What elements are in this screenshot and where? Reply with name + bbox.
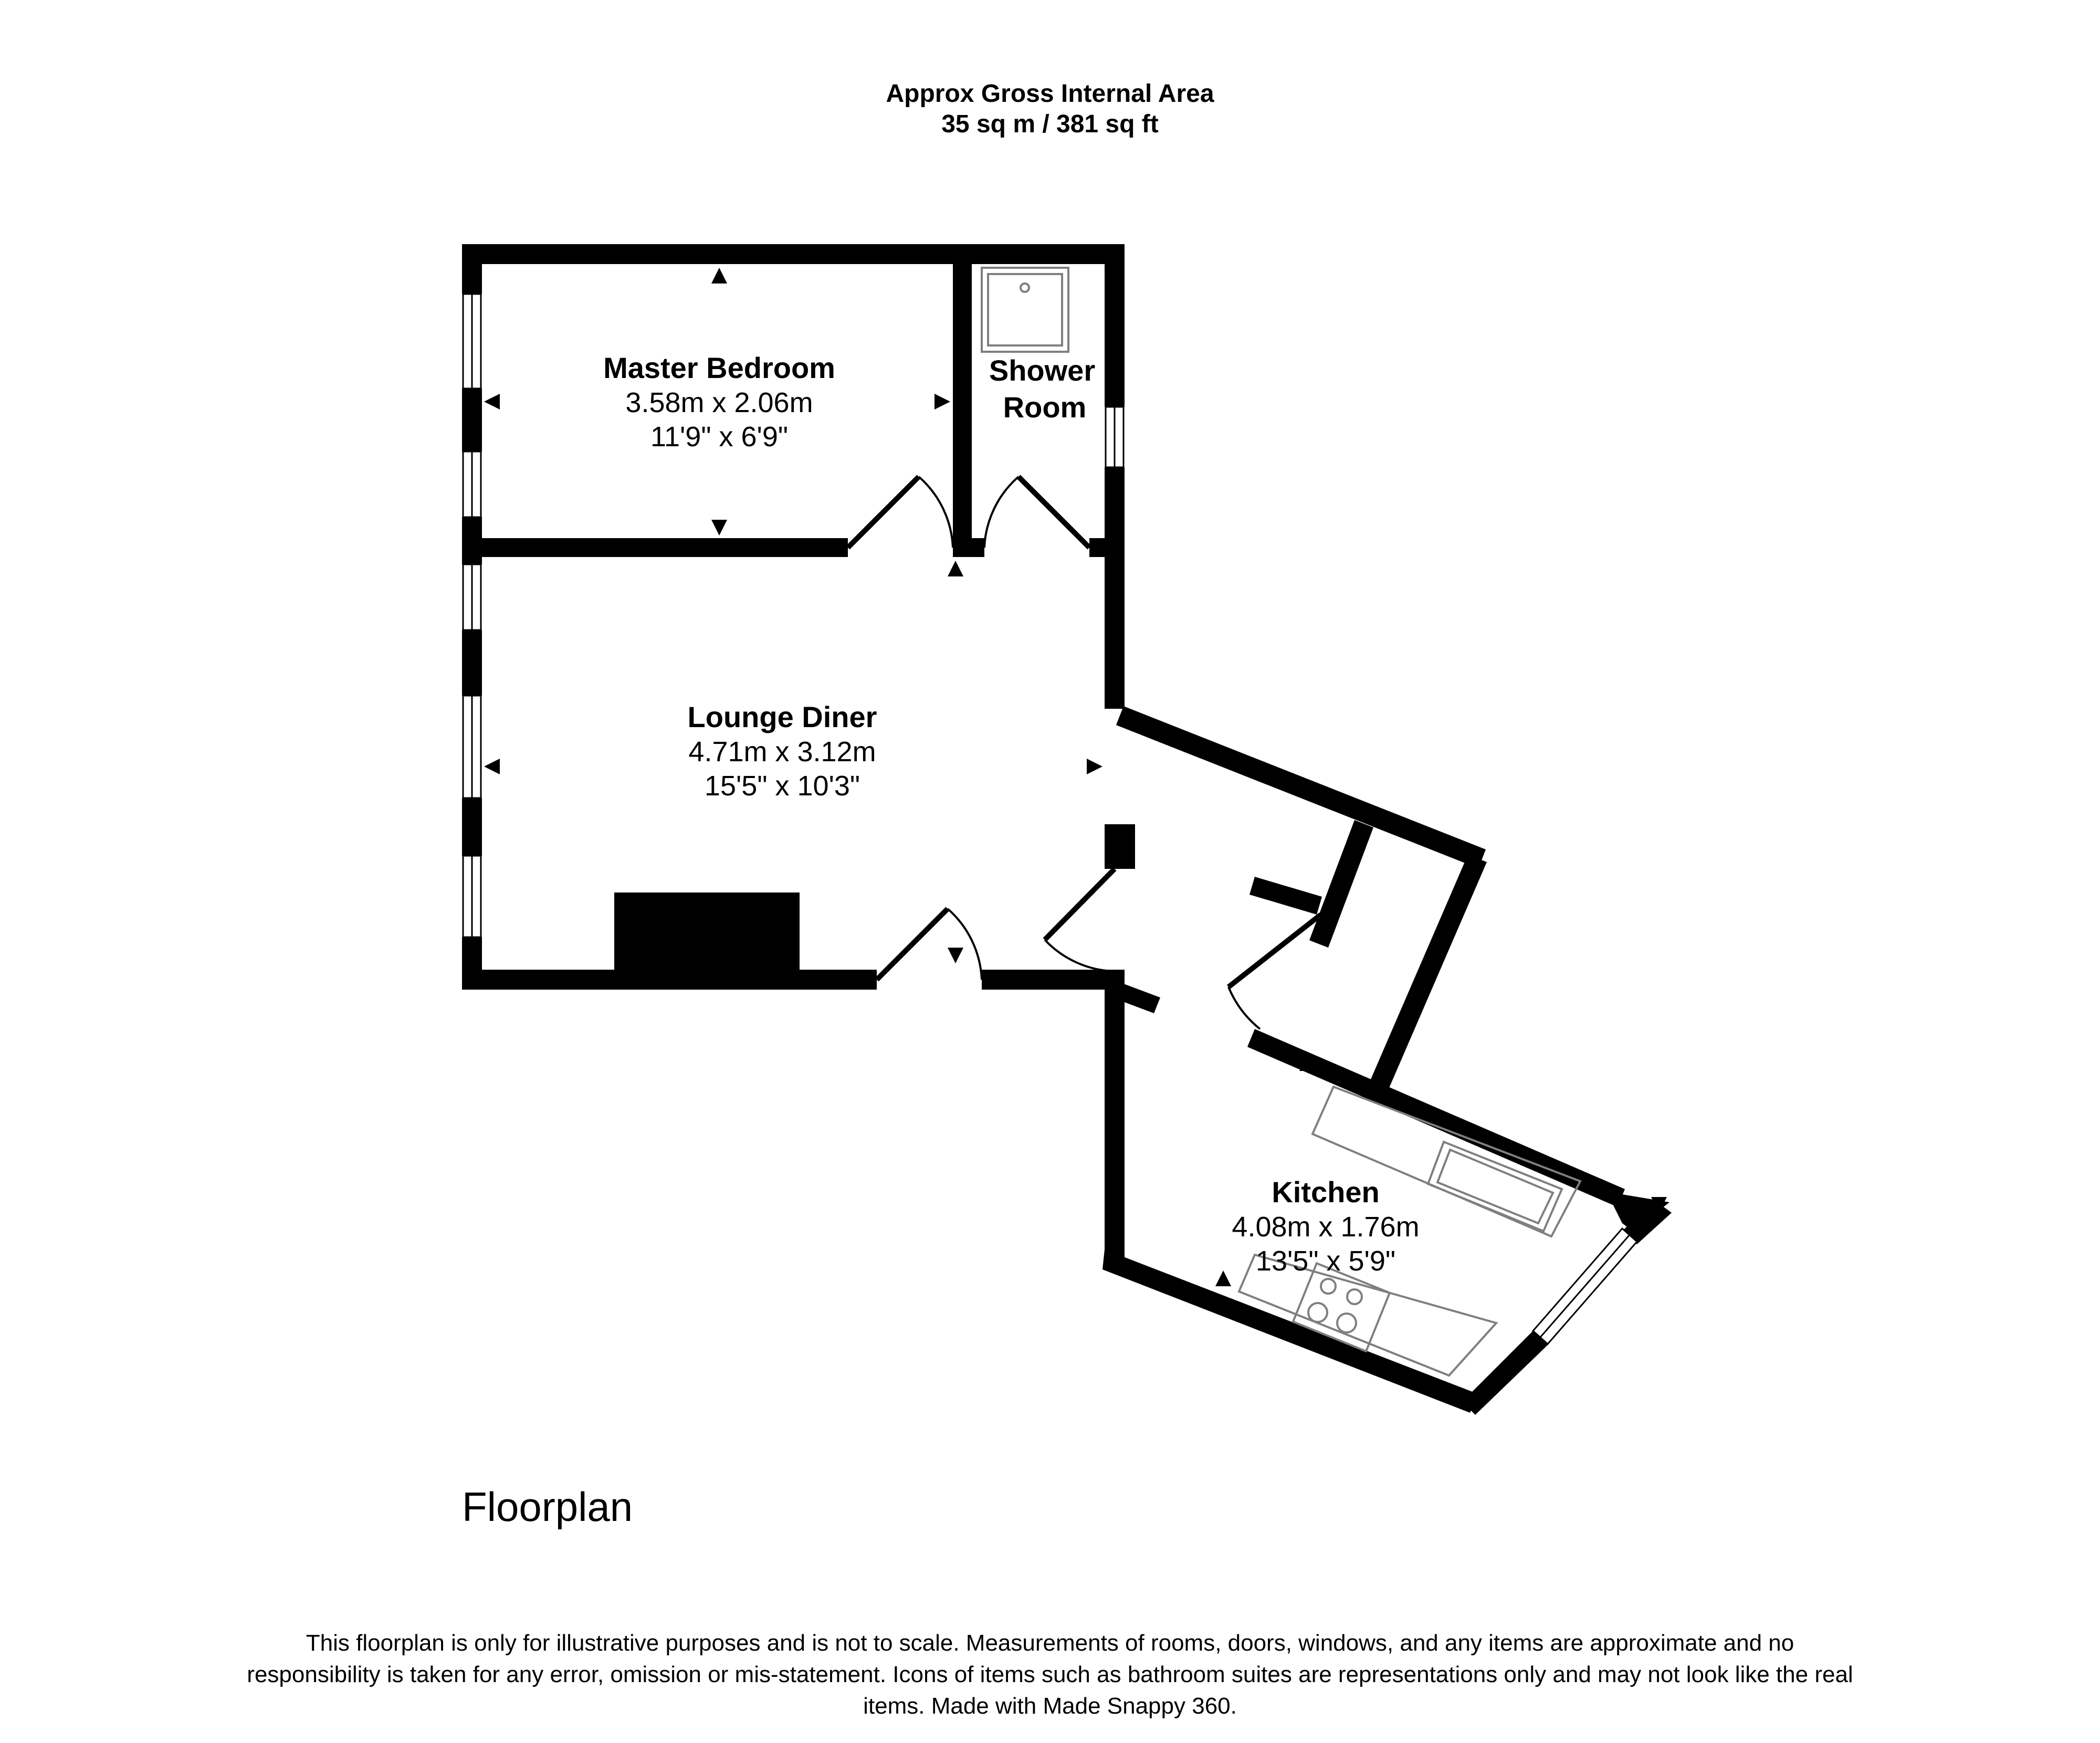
- door-swing: [1044, 939, 1115, 972]
- walls: [462, 244, 1672, 1415]
- wall-right: [1105, 467, 1125, 709]
- shower-tray: [981, 267, 1069, 353]
- wall-kitchen-left: [1105, 970, 1125, 1264]
- kitchen-metric: 4.08m x 1.76m: [1232, 1211, 1419, 1243]
- room-labels: Master Bedroom 3.58m x 2.06m 11'9" x 6'9…: [603, 351, 1420, 1277]
- kitchen-imperial: 13'5" x 5'9": [1256, 1245, 1395, 1277]
- area-value: 35 sq m / 381 sq ft: [941, 110, 1159, 138]
- door: [1226, 912, 1323, 989]
- wall-left: [462, 388, 482, 452]
- door-swing: [983, 476, 1020, 548]
- kitchen-worktop: [1311, 1085, 1582, 1238]
- area-header: Approx Gross Internal Area 35 sq m / 381…: [0, 79, 2100, 140]
- wall-angled-top: [1116, 706, 1486, 868]
- door: [846, 475, 921, 550]
- wall-left: [462, 244, 482, 294]
- hob-icon: [1292, 1262, 1391, 1353]
- kitchen-name: Kitchen: [1272, 1175, 1379, 1209]
- wall-angled-right: [1370, 855, 1487, 1088]
- doors: [846, 475, 1323, 1030]
- wall-stub: [1112, 982, 1160, 1013]
- wall-right: [1105, 244, 1125, 407]
- door-swing: [1227, 986, 1261, 1030]
- shower-drain: [1020, 282, 1030, 293]
- fixtures: [981, 267, 1582, 1377]
- wall-lounge-bottom: [462, 970, 877, 990]
- windows: [462, 293, 1639, 1346]
- wall-bedroom-shower: [953, 244, 972, 556]
- wall-lounge-bottom: [982, 970, 1113, 990]
- door-swing: [918, 476, 954, 548]
- wall-left: [462, 630, 482, 696]
- dimension-arrows: [484, 268, 1667, 1286]
- wall-kitchen-bottom: [1102, 1250, 1478, 1413]
- wall-left: [462, 798, 482, 856]
- wall-right: [1105, 824, 1135, 869]
- shower-name-line1: Shower: [989, 354, 1095, 387]
- kitchen-worktop: [1237, 1253, 1498, 1377]
- bedroom-name: Master Bedroom: [603, 351, 835, 384]
- door: [1016, 475, 1091, 550]
- lounge-name: Lounge Diner: [688, 700, 877, 733]
- area-title: Approx Gross Internal Area: [886, 80, 1214, 108]
- chimney-breast: [614, 892, 800, 971]
- wall-inner: [1250, 877, 1322, 915]
- door: [1043, 867, 1117, 942]
- wall-kitchen-right: [1462, 1331, 1549, 1415]
- bedroom-metric: 3.58m x 2.06m: [625, 387, 813, 418]
- disclaimer: This floorplan is only for illustrative …: [247, 1630, 1853, 1719]
- bedroom-imperial: 11'9" x 6'9": [650, 421, 788, 453]
- sink-icon: [1426, 1140, 1563, 1233]
- lounge-imperial: 15'5" x 10'3": [705, 770, 860, 802]
- wall-top: [462, 244, 1125, 264]
- door-swing: [947, 908, 983, 980]
- plan-title: Floorplan: [462, 1484, 633, 1530]
- wall-inner: [1309, 820, 1373, 948]
- wall-stub: [953, 538, 984, 557]
- wall-bedroom-lounge: [462, 538, 848, 557]
- lounge-metric: 4.71m x 3.12m: [688, 736, 876, 768]
- shower-name-line2: Room: [1003, 391, 1087, 424]
- door: [875, 907, 950, 982]
